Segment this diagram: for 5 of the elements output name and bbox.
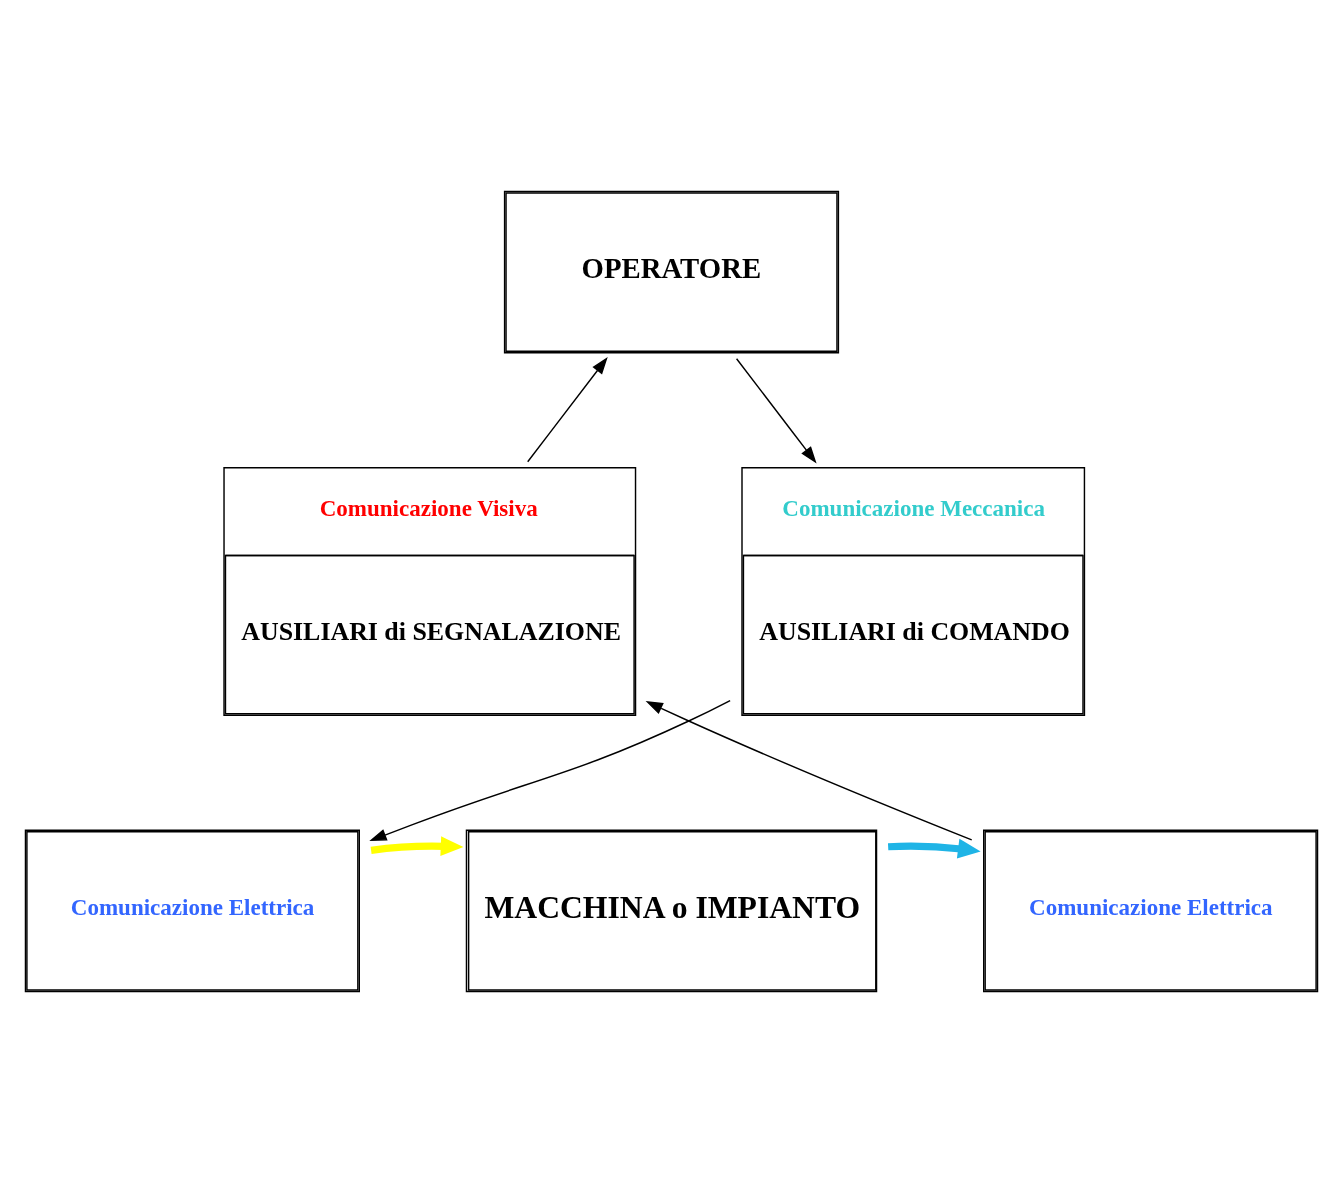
arrow bbox=[527, 356, 608, 463]
arrow bbox=[645, 700, 973, 841]
arrow bbox=[369, 699, 731, 841]
arrow bbox=[735, 357, 817, 464]
arrow bbox=[370, 835, 464, 856]
